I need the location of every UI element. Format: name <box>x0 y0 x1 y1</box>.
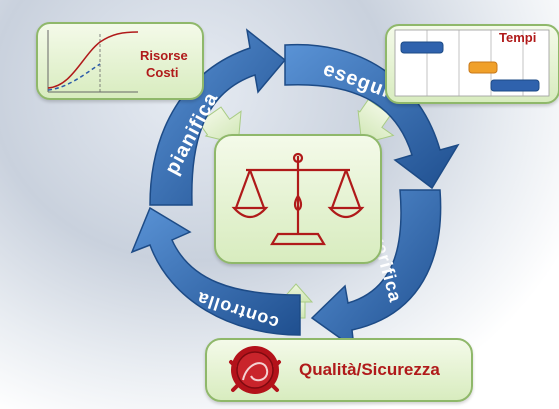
costs-label: Costi <box>146 65 179 80</box>
quality-panel: Qualità/Sicurezza <box>205 338 473 402</box>
wax-seal-icon <box>229 346 281 394</box>
center-panel <box>214 134 382 264</box>
schedule-label: Tempi <box>499 30 537 45</box>
resources-label: Risorse <box>140 48 188 63</box>
schedule-panel: Tempi <box>385 24 559 104</box>
arrow-verifica: verifica <box>310 189 442 350</box>
resources-panel: Risorse Costi <box>36 22 204 100</box>
balance-scale-icon <box>231 152 365 246</box>
line-chart-icon <box>47 30 139 93</box>
gantt-chart-icon <box>394 29 550 97</box>
quality-label: Qualità/Sicurezza <box>299 360 440 379</box>
